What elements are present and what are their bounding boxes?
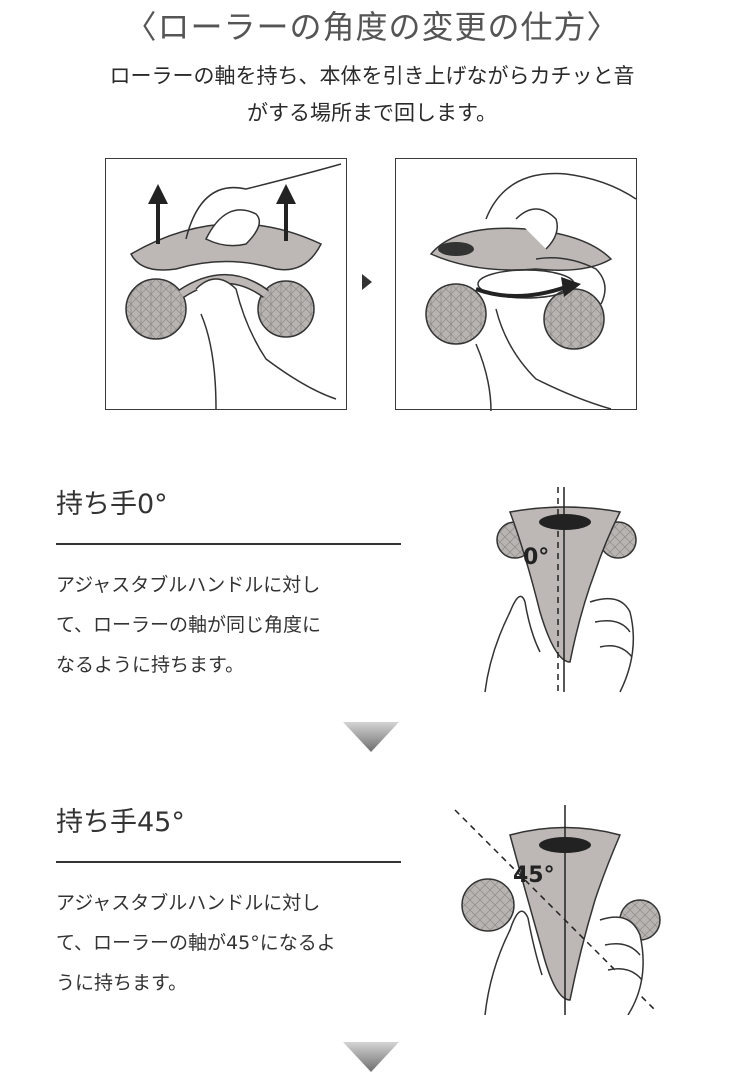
intro-text: ローラーの軸を持ち、本体を引き上げながらカチッと音 がする場所まで回します。 [40, 58, 704, 132]
section-0deg-line-3: なるように持ちます。 [56, 654, 245, 676]
section-45deg-line-2: て、ローラーの軸が45°になるよ [56, 932, 336, 954]
handle-0deg-illustration: 0° [484, 487, 637, 693]
rotate-arrow-icon [561, 277, 581, 297]
chevron-down-icon [343, 1042, 399, 1072]
section-0deg-description: アジャスタブルハンドルに対し て、ローラーの軸が同じ角度に なるように持ちます。 [56, 565, 396, 685]
triangle-right-icon [362, 274, 372, 290]
section-45deg-heading: 持ち手45° [56, 807, 185, 838]
up-arrow-icon [276, 184, 296, 204]
chevron-down-icon [343, 722, 399, 752]
handle-45deg-illustration: 45° [454, 805, 661, 1015]
section-0deg-divider [56, 543, 401, 545]
illustration-pull-up [105, 158, 347, 410]
roller-left [425, 283, 487, 345]
roller-right [257, 280, 315, 338]
angle-label-0: 0° [523, 545, 549, 570]
device-handle [508, 506, 622, 663]
section-0deg-line-2: て、ローラーの軸が同じ角度に [56, 614, 322, 636]
section-45deg-divider [56, 861, 401, 863]
pull-up-illustration [125, 163, 342, 410]
page-title: 〈ローラーの角度の変更の仕方〉 [124, 8, 620, 46]
section-45deg-line-1: アジャスタブルハンドルに対し [56, 892, 321, 914]
roller-left [461, 878, 515, 932]
section-45deg-description: アジャスタブルハンドルに対し て、ローラーの軸が45°になるよ うに持ちます。 [56, 883, 396, 1003]
section-0deg-heading: 持ち手0° [56, 489, 168, 520]
intro-line-2: がする場所まで回します。 [247, 101, 497, 125]
roller-left [125, 278, 187, 340]
roller-right [543, 288, 605, 350]
section-0deg-line-1: アジャスタブルハンドルに対し [56, 574, 321, 596]
rotate-illustration [425, 172, 637, 411]
intro-line-1: ローラーの軸を持ち、本体を引き上げながらカチッと音 [109, 64, 635, 88]
angle-label-45: 45° [513, 863, 555, 888]
section-45deg-line-3: うに持ちます。 [56, 972, 188, 994]
up-arrow-icon [148, 184, 168, 204]
illustration-rotate [395, 158, 637, 411]
